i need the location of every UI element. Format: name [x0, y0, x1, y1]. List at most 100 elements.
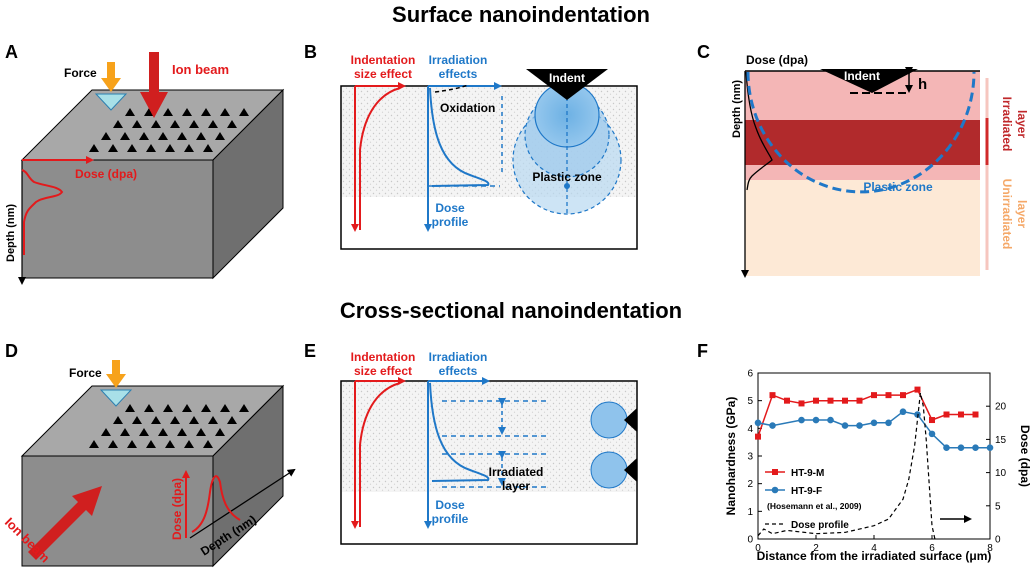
indent-mark: [184, 440, 194, 448]
c-indenter: [820, 69, 918, 93]
legend-ht9m: HT-9-M: [791, 468, 824, 479]
series-line-2: [757, 392, 936, 540]
surface-title: Surface nanoindentation: [392, 2, 650, 27]
panel-c-layers: [741, 70, 980, 278]
c-plastic-zone-boundary: [746, 71, 976, 194]
e-irr-line1: Irradiation: [429, 350, 488, 364]
indent-mark: [113, 416, 123, 424]
indent-array: [89, 108, 249, 152]
y2-tick-label: 20: [995, 402, 1007, 413]
indent-mark: [208, 120, 218, 128]
indent-mark: [146, 440, 156, 448]
data-point-ht9f: [754, 419, 762, 427]
data-point-ht9m: [914, 386, 921, 393]
indent-array: [89, 404, 249, 448]
c-plastic-zone-label: Plastic zone: [863, 180, 933, 194]
c-irradiated-line1: Irradiated: [1000, 97, 1014, 152]
indent-mark: [158, 428, 168, 436]
indent-mark: [132, 416, 142, 424]
force-label: Force: [64, 66, 97, 80]
indent-mark: [215, 132, 225, 140]
legend-marker-ht9f: [771, 486, 779, 494]
indent-mark: [220, 108, 230, 116]
indent-mark: [125, 108, 135, 116]
data-point-ht9m: [929, 417, 935, 424]
data-point-ht9m: [813, 397, 819, 404]
indent-mark: [163, 108, 173, 116]
y2-tick-label: 10: [995, 468, 1007, 479]
indent-mark: [165, 144, 175, 152]
data-point-ht9m: [769, 392, 776, 399]
y-tick-label: 0: [747, 535, 753, 546]
data-point-ht9f: [769, 422, 776, 429]
indent-mark: [201, 404, 211, 412]
data-point-ht9f: [827, 416, 834, 424]
data-point-ht9m: [827, 397, 834, 404]
legend-note: (Hosemann et al., 2009): [767, 501, 862, 511]
panel-letter-a: A: [5, 42, 18, 62]
d-depth-axis: [189, 468, 296, 539]
y2-axis-label: Dose (dpa): [1018, 425, 1031, 487]
indent-mark: [151, 416, 161, 424]
data-point-ht9m: [885, 392, 892, 399]
indent-mark: [108, 144, 118, 152]
indent-mark: [184, 144, 194, 152]
e-irradiated-line1: Irradiated: [489, 465, 544, 479]
indent-mark: [208, 416, 218, 424]
legend-dose-profile: Dose profile: [791, 520, 849, 531]
indent-mark: [89, 440, 99, 448]
indent-mark: [139, 132, 149, 140]
data-point-ht9f: [870, 419, 878, 427]
indent-mark: [189, 120, 199, 128]
c-irradiated-line2: layer: [1015, 110, 1029, 138]
indent-mark: [127, 144, 137, 152]
data-point-ht9f: [957, 444, 965, 452]
indent-mark: [144, 108, 154, 116]
b-irr-line2: effects: [439, 67, 478, 81]
indent-mark: [108, 440, 118, 448]
indent-mark: [146, 144, 156, 152]
indent-mark: [196, 132, 206, 140]
indent-mark: [163, 404, 173, 412]
indent-mark: [165, 440, 175, 448]
panel-letter-b: B: [304, 42, 317, 62]
c-dose-curve: [745, 71, 773, 191]
legend: HT-9-M HT-9-F (Hosemann et al., 2009) Do…: [765, 468, 862, 531]
data-point-ht9m: [798, 400, 805, 407]
e-dose-line2: profile: [432, 512, 469, 526]
data-point-ht9m: [900, 392, 906, 399]
b-indent-label: Indent: [549, 71, 585, 85]
panel-letter-e: E: [304, 341, 316, 361]
indent-mark: [170, 416, 180, 424]
cross-section-title: Cross-sectional nanoindentation: [340, 298, 682, 323]
b-dose-line1: Dose: [435, 201, 465, 215]
c-unirradiated-line1: Unirradiated: [1000, 179, 1014, 250]
b-irr-line1: Irradiation: [429, 53, 488, 67]
data-point-ht9m: [784, 397, 790, 404]
b-ise-line1: Indentation: [351, 53, 416, 67]
data-point-ht9m: [972, 411, 979, 418]
data-point-ht9f: [928, 430, 936, 438]
indent-mark: [89, 144, 99, 152]
panel-d-block: [20, 384, 285, 568]
panel-letter-f: F: [697, 341, 708, 361]
panel-letter-c: C: [697, 42, 710, 62]
data-point-ht9f: [841, 422, 849, 429]
indent-mark: [170, 120, 180, 128]
indent-mark: [215, 428, 225, 436]
panel-letter-d: D: [5, 341, 18, 361]
d-ion-beam-arrow: [28, 486, 102, 560]
e-ise-line2: size effect: [354, 364, 412, 378]
data-point-ht9m: [871, 392, 877, 399]
indent-mark: [139, 428, 149, 436]
indent-mark: [125, 404, 135, 412]
indent-mark: [120, 132, 130, 140]
d-dose-label: Dose (dpa): [170, 478, 184, 540]
indent-mark: [203, 144, 213, 152]
e-dose-line1: Dose: [435, 498, 465, 512]
x-tick-label: 4: [871, 543, 877, 554]
indent-mark: [177, 132, 187, 140]
data-point-ht9f: [943, 444, 950, 452]
